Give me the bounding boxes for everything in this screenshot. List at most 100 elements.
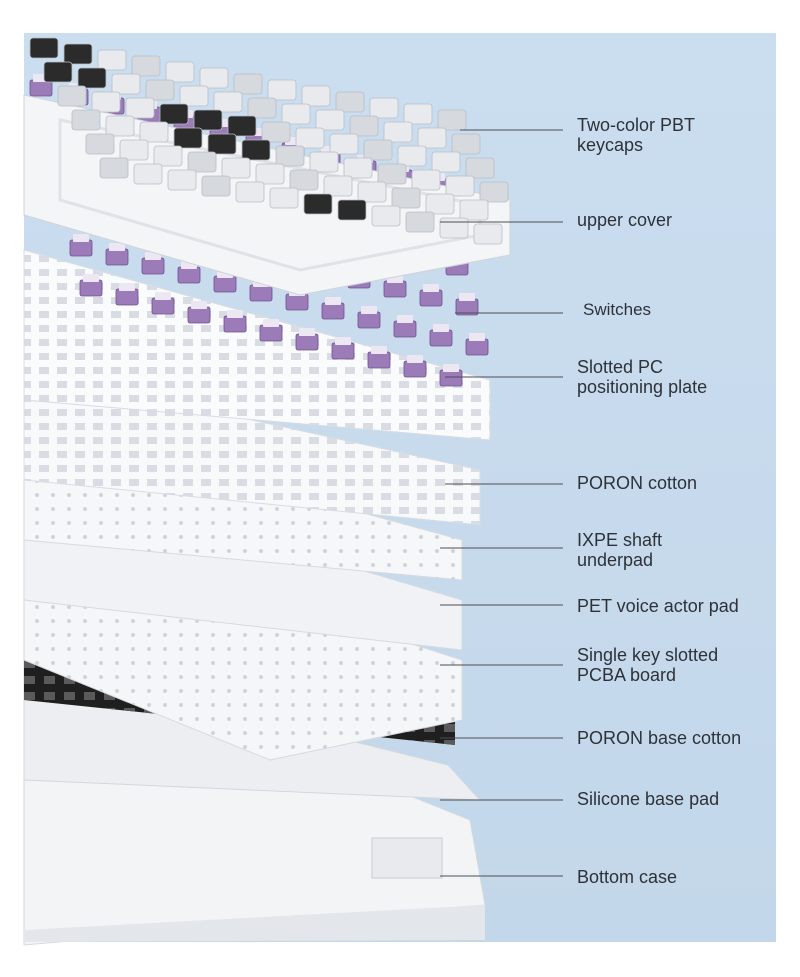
keycap xyxy=(459,199,489,221)
keycap xyxy=(329,133,359,155)
keycap xyxy=(451,133,481,155)
positioning-plate-shape xyxy=(23,249,491,441)
keycap xyxy=(131,55,161,77)
switch-stem xyxy=(299,328,315,336)
switch-stem xyxy=(469,333,485,341)
layer-label-poron-cotton: PORON cotton xyxy=(577,473,698,493)
keycap xyxy=(167,169,197,191)
keycap xyxy=(479,181,509,203)
keycap xyxy=(337,199,367,221)
keycap xyxy=(315,109,345,131)
keycap xyxy=(29,37,59,59)
layer-label-poron-base-cotton: PORON base cotton xyxy=(577,728,742,748)
switch xyxy=(285,293,309,311)
keycap xyxy=(187,151,217,173)
layer-label-pcba-board: Single key slotted PCBA board xyxy=(577,645,719,685)
switch xyxy=(295,333,319,351)
keycap xyxy=(235,181,265,203)
keycap xyxy=(403,103,433,125)
keycap xyxy=(465,157,495,179)
layer-label-pet-voice-pad: PET voice actor pad xyxy=(577,596,739,616)
keycap xyxy=(213,91,243,113)
layer-label-ixpe-underpad: IXPE shaft underpad xyxy=(577,530,663,570)
switch xyxy=(249,284,273,302)
switch-stem xyxy=(397,315,413,323)
switch xyxy=(69,239,93,257)
layer-label-bottom-case: Bottom case xyxy=(577,867,678,887)
keycap xyxy=(241,139,271,161)
keycap xyxy=(227,115,257,137)
switch-stem xyxy=(335,337,351,345)
switch xyxy=(213,275,237,293)
switch xyxy=(223,315,247,333)
keycap xyxy=(77,67,107,89)
switch xyxy=(383,280,407,298)
keycap xyxy=(323,175,353,197)
keycap xyxy=(119,139,149,161)
layer-label-silicone-base-pad: Silicone base pad xyxy=(577,789,720,809)
switch-stem xyxy=(433,324,449,332)
keycap xyxy=(437,109,467,131)
switch xyxy=(141,257,165,275)
layer-label-pbt-keycaps: Two-color PBT keycaps xyxy=(577,115,696,155)
switch xyxy=(29,79,53,97)
keycaps-cluster xyxy=(29,37,509,245)
keycap xyxy=(255,163,285,185)
switch xyxy=(115,288,139,306)
layer-label-positioning-plate: Slotted PC positioning plate xyxy=(577,357,708,397)
keycap xyxy=(267,79,297,101)
keycap xyxy=(91,91,121,113)
switch-stem xyxy=(459,293,475,301)
keycap xyxy=(221,157,251,179)
keycap xyxy=(289,169,319,191)
switch-stem xyxy=(423,284,439,292)
switch xyxy=(151,297,175,315)
switch-stem xyxy=(109,243,125,251)
switch-stem xyxy=(73,234,89,242)
keycap xyxy=(43,61,73,83)
switch xyxy=(439,369,463,387)
keycap xyxy=(301,85,331,107)
keycap xyxy=(71,109,101,131)
switch xyxy=(393,320,417,338)
keycap xyxy=(207,133,237,155)
switch-stem xyxy=(119,283,135,291)
switch xyxy=(321,302,345,320)
keycap xyxy=(261,121,291,143)
switch xyxy=(177,266,201,284)
keycap xyxy=(153,145,183,167)
keycap xyxy=(201,175,231,197)
keycap xyxy=(383,121,413,143)
switch-stem xyxy=(263,319,279,327)
switch xyxy=(465,338,489,356)
keycap xyxy=(303,193,333,215)
keycap xyxy=(309,151,339,173)
switch-stem xyxy=(361,306,377,314)
switch-stem xyxy=(371,346,387,354)
switch-stem xyxy=(227,310,243,318)
layer-label-switches: Switches xyxy=(583,300,652,319)
switch xyxy=(403,360,427,378)
switch-stem xyxy=(83,274,99,282)
keycap xyxy=(343,157,373,179)
keycap xyxy=(425,193,455,215)
keycap xyxy=(99,157,129,179)
switch xyxy=(429,329,453,347)
keycap xyxy=(57,85,87,107)
switch xyxy=(419,289,443,307)
keycap xyxy=(85,133,115,155)
keycap xyxy=(335,91,365,113)
keycap xyxy=(165,61,195,83)
switch-stem xyxy=(443,364,459,372)
keycap xyxy=(97,49,127,71)
keycap xyxy=(349,115,379,137)
keycap xyxy=(411,169,441,191)
keycap xyxy=(417,127,447,149)
keycap xyxy=(391,187,421,209)
keycap xyxy=(371,205,401,227)
keycap xyxy=(369,97,399,119)
keycap xyxy=(105,115,135,137)
keycap xyxy=(357,181,387,203)
